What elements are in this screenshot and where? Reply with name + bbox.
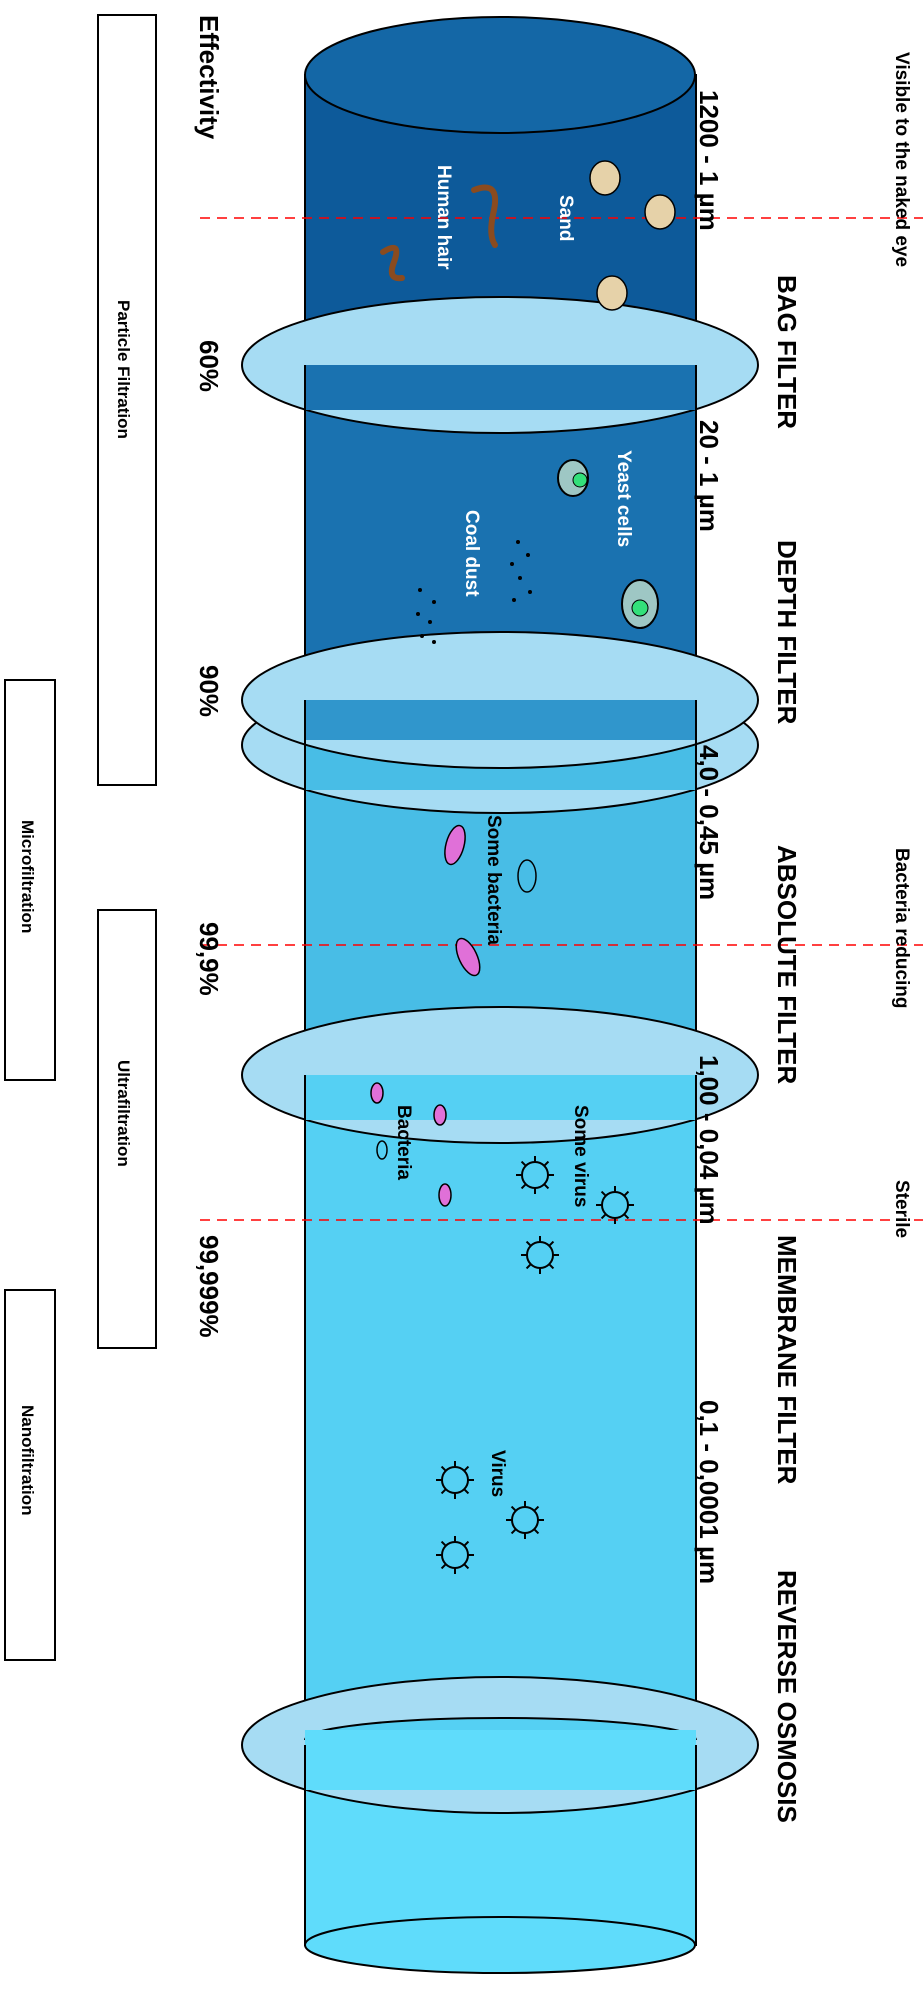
- label-yeast-cells: Yeast cells: [613, 450, 634, 547]
- effectivity-bag: 60%: [194, 340, 224, 392]
- particles: [370, 160, 676, 1207]
- virus-spike: [520, 1183, 527, 1190]
- virus-spike: [463, 1540, 470, 1547]
- label-bacteria: Bacteria: [393, 1105, 414, 1180]
- virus-spike: [525, 1240, 532, 1247]
- virus-spike: [600, 1190, 607, 1197]
- label-virus: Virus: [487, 1450, 508, 1497]
- column-bottom-cap: [304, 1916, 696, 1974]
- virus-spike: [533, 1528, 540, 1535]
- virus-spike: [440, 1488, 447, 1495]
- virus-spike: [463, 1488, 470, 1495]
- range-absolute: 4,0 - 0,45 µm: [694, 745, 724, 900]
- hair-strand: [471, 184, 498, 248]
- label-visible-naked-eye: Visible to the naked eye: [891, 52, 912, 267]
- bacterium: [444, 824, 466, 866]
- virus-spike: [525, 1263, 532, 1270]
- effectivity-absolute: 99,9%: [194, 922, 224, 996]
- filtration-box-ultra: Ultrafiltration: [97, 909, 157, 1349]
- label-sand: Sand: [555, 195, 576, 241]
- virus-spike: [533, 1505, 540, 1512]
- virus-spike: [510, 1505, 517, 1512]
- segment-reverse-osmosis: [304, 1074, 697, 1746]
- filtration-box-nano: Nanofiltration: [4, 1289, 56, 1661]
- virus-spike: [440, 1540, 447, 1547]
- label-human-hair: Human hair: [433, 165, 454, 270]
- bacterium: [455, 937, 481, 977]
- virus-spike: [463, 1563, 470, 1570]
- filtration-label-micro: Microfiltration: [18, 820, 37, 933]
- coal-dust: [416, 540, 532, 644]
- virus-spike: [623, 1213, 630, 1220]
- label-some-virus: Some virus: [570, 1105, 591, 1207]
- filter-name-membrane: MEMBRANE FILTER: [772, 1235, 802, 1485]
- bacterium: [438, 1183, 452, 1207]
- virus-spike: [600, 1213, 607, 1220]
- virus-spike: [520, 1160, 527, 1167]
- range-reverse-osmosis: 0,1 - 0,0001 µm: [694, 1400, 724, 1584]
- filter-name-bag: BAG FILTER: [772, 275, 802, 429]
- filtration-box-particle: Particle Filtration: [97, 14, 157, 786]
- filter-column: [241, 16, 759, 1974]
- range-depth: 20 - 1 µm: [694, 420, 724, 532]
- sand-grain: [596, 275, 628, 311]
- column-top-cap: [304, 16, 696, 134]
- range-membrane: 1,00 - 0,04 µm: [694, 1055, 724, 1225]
- effectivity-depth: 90%: [194, 665, 224, 717]
- effectivity-membrane: 99,999%: [194, 1235, 224, 1338]
- virus-spike: [548, 1263, 555, 1270]
- virus-spike: [543, 1160, 550, 1167]
- virus-spike: [510, 1528, 517, 1535]
- virus-particles: [436, 1156, 634, 1574]
- bacterium-outline: [376, 1140, 388, 1160]
- label-sterile: Sterile: [891, 1180, 912, 1238]
- sand-grain: [589, 160, 621, 196]
- sand-grain: [644, 194, 676, 230]
- bacterium: [370, 1082, 384, 1104]
- label-coal-dust: Coal dust: [461, 510, 482, 597]
- virus-spike: [440, 1563, 447, 1570]
- virus-spike: [548, 1240, 555, 1247]
- label-bacteria-reducing: Bacteria reducing: [891, 848, 912, 1009]
- effectivity-label: Effectivity: [194, 15, 224, 140]
- filtration-label-ultra: Ultrafiltration: [114, 1060, 133, 1167]
- virus-spike: [463, 1465, 470, 1472]
- threshold-lines: [200, 217, 923, 1221]
- bacterium: [433, 1104, 447, 1126]
- filter-name-depth: DEPTH FILTER: [772, 540, 802, 725]
- filter-name-reverse-osmosis: REVERSE OSMOSIS: [772, 1570, 802, 1823]
- filtration-label-particle: Particle Filtration: [114, 300, 133, 439]
- virus-spike: [440, 1465, 447, 1472]
- filtration-box-micro: Microfiltration: [4, 679, 56, 1081]
- range-bag: 1200 - 1 µm: [694, 90, 724, 231]
- filter-name-absolute: ABSOLUTE FILTER: [772, 845, 802, 1085]
- filtration-label-nano: Nanofiltration: [18, 1405, 37, 1516]
- hair-strand: [380, 244, 405, 282]
- virus-spike: [543, 1183, 550, 1190]
- bacterium-outline: [517, 859, 537, 893]
- virus-spike: [623, 1190, 630, 1197]
- label-some-bacteria: Some bacteria: [483, 815, 504, 945]
